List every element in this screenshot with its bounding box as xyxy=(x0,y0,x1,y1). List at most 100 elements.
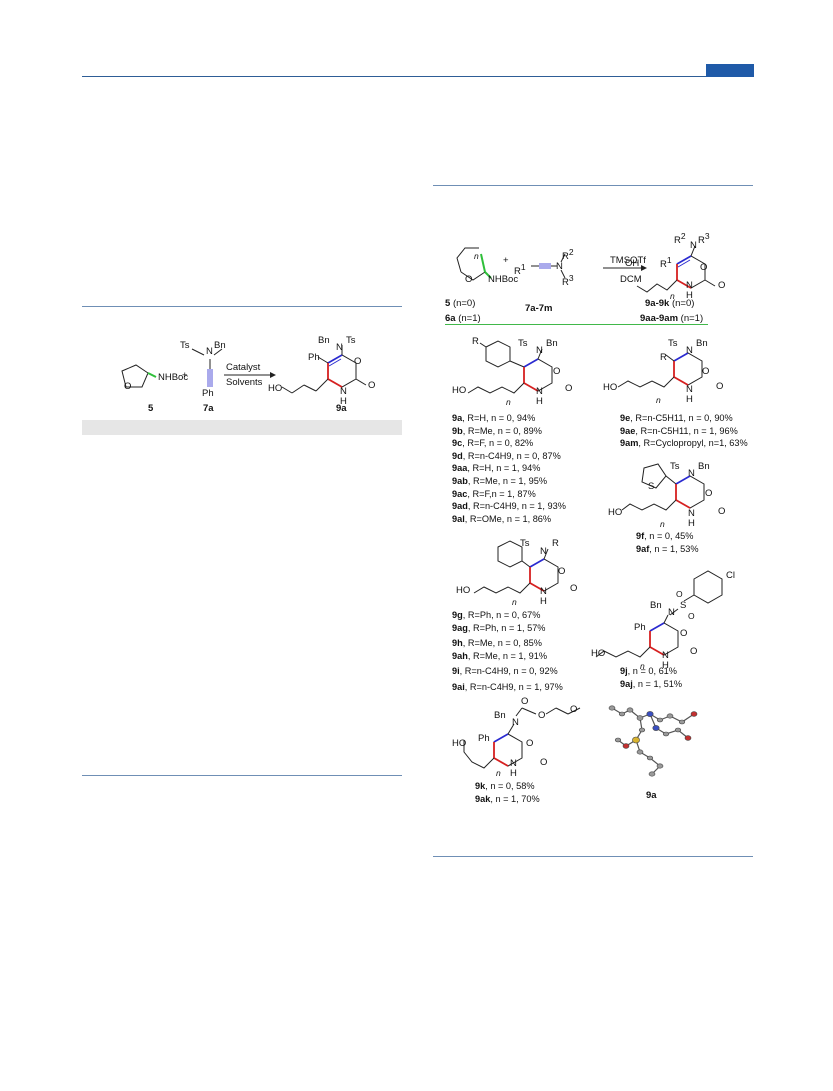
panel-e-so-1: O xyxy=(676,589,683,599)
panel-e-o: O xyxy=(680,628,688,639)
panel-f-n: N xyxy=(512,717,519,728)
right-product-r2: R2 xyxy=(674,230,686,248)
panel-f-structure xyxy=(450,700,590,785)
panel-c-h: H xyxy=(688,518,695,529)
entry-9ah: 9ah, R=Me, n = 1, 91% xyxy=(452,650,563,663)
entry-text: , n = 1, 53% xyxy=(649,543,699,554)
panel-f-n-sub: n xyxy=(496,768,501,778)
right-alkyne-r2: R2 xyxy=(562,246,574,264)
left-7a-bn: Bn xyxy=(214,340,226,351)
right-label-5-id: 5 xyxy=(445,298,451,309)
panel-e-structure xyxy=(590,565,750,675)
entry-9af: 9af, n = 1, 53% xyxy=(636,543,699,556)
entry-9ae: 9ae, R=n-C5H11, n = 1, 96% xyxy=(620,425,748,438)
right-alkyne-label: 7a-7m xyxy=(525,303,553,314)
header-rule xyxy=(82,76,752,77)
entry-id: 9aj xyxy=(620,678,633,689)
table-header-band xyxy=(82,420,402,435)
panel-e-svg xyxy=(595,570,723,658)
left-section-rule-top xyxy=(82,306,402,307)
panel-c-n: N xyxy=(688,468,695,479)
left-9a-o: O xyxy=(354,356,362,367)
header-tab xyxy=(706,64,754,77)
panel-f-ho: HO xyxy=(452,738,467,749)
left-9a-h: H xyxy=(340,396,347,407)
left-arrow-bottom: Solvents xyxy=(226,377,263,388)
panel-b-h: H xyxy=(686,394,693,405)
panel-a-entries: 9a, R=H, n = 0, 94% 9b, R=Me, n = 0, 89%… xyxy=(452,412,566,525)
panel-a-svg xyxy=(467,340,553,394)
left-scheme-svg xyxy=(121,345,367,394)
entry-9c: 9c, R=F, n = 0, 82% xyxy=(452,437,566,450)
panel-f-ester-o: O xyxy=(538,710,546,721)
panel-e-cl: Cl xyxy=(726,570,735,581)
right-alkyne-r3-sup: 3 xyxy=(568,273,574,283)
entry-text: , R=H, n = 1, 94% xyxy=(467,463,541,474)
right-product-r1-sup: 1 xyxy=(666,255,672,265)
entry-9ai: 9ai, R=n-C4H9, n = 1, 97% xyxy=(452,681,563,694)
entry-9am: 9am, R=Cyclopropyl, n=1, 63% xyxy=(620,437,748,450)
right-label-6a: 6a (n=1) xyxy=(445,313,481,326)
right-label-6a-id: 6a xyxy=(445,313,456,324)
panel-c-n-sub: n xyxy=(660,519,665,529)
panel-a-h: H xyxy=(536,396,543,407)
left-9a-oxo: O xyxy=(368,380,376,391)
left-5-o: O xyxy=(124,381,132,392)
entry-id: 9ae xyxy=(620,425,636,436)
right-label-6a-note: (n=1) xyxy=(458,313,481,324)
panel-a-bn: Bn xyxy=(546,338,558,349)
panel-c-ho: HO xyxy=(608,507,623,518)
entry-text: , R=F, n = 0, 82% xyxy=(462,438,534,449)
entry-9i: 9i, R=n-C4H9, n = 0, 92% xyxy=(452,665,563,678)
entry-id: 9f xyxy=(636,531,645,541)
panel-f-oxo: O xyxy=(540,757,548,768)
right-product-n: N xyxy=(690,240,697,251)
right-alkyne-r1: R1 xyxy=(514,261,526,279)
right-product-label-b-id: 9aa-9am xyxy=(640,313,679,324)
panel-c-nh: N xyxy=(688,508,695,519)
right-product-label-a: 9a-9k (n=0) xyxy=(645,298,694,311)
panel-f-bn: Bn xyxy=(494,710,506,721)
left-5-nhboc: NHBoc xyxy=(158,372,189,383)
right-product-r2-text: R xyxy=(674,235,681,247)
entry-text: , R=Me, n = 1, 95% xyxy=(467,475,548,486)
right-product-r3: R3 xyxy=(698,230,710,248)
right-reactant-nhboc: NHBoc xyxy=(488,274,519,285)
panel-c-structure xyxy=(600,460,750,530)
entry-id: 9ag xyxy=(452,622,468,633)
panel-f-h: H xyxy=(510,768,517,779)
entry-9al: 9al, R=OMe, n = 1, 86% xyxy=(452,513,566,526)
entry-id: 9ah xyxy=(452,650,468,661)
panel-d-h: H xyxy=(540,596,547,607)
entry-text: , R=Me, n = 0, 85% xyxy=(462,638,542,649)
panel-b-structure xyxy=(600,345,750,405)
left-7a-n: N xyxy=(206,346,213,357)
right-alkyne-r1-sup: 1 xyxy=(520,262,526,272)
entry-9aa: 9aa, R=H, n = 1, 94% xyxy=(452,462,566,475)
right-product-r1: R1 xyxy=(660,254,672,272)
panel-f-nh: N xyxy=(510,758,517,769)
entry-9ag: 9ag, R=Ph, n = 1, 57% xyxy=(452,622,563,635)
panel-a-n: N xyxy=(536,345,543,356)
right-product-r3-text: R xyxy=(698,235,705,247)
right-product-r2-sup: 2 xyxy=(680,231,686,241)
right-product-oxo: O xyxy=(718,280,726,291)
entry-text: , R=F,n = 1, 87% xyxy=(467,488,536,499)
entry-id: 9am xyxy=(620,438,639,449)
entry-id: 9af xyxy=(636,543,650,554)
left-9a-nh: N xyxy=(340,386,347,397)
entry-text: , n = 1, 70% xyxy=(490,793,540,804)
panel-f-carbonyl-o: O xyxy=(521,696,529,707)
panel-a-oxo: O xyxy=(565,383,573,394)
left-9a-n: N xyxy=(336,342,343,353)
entry-text: , R=n-C5H11, n = 0, 90% xyxy=(630,413,733,423)
right-scheme xyxy=(445,228,745,323)
panel-a-o: O xyxy=(553,366,561,377)
panel-e-h: H xyxy=(662,660,669,671)
panel-b-entries: 9e, R=n-C5H11, n = 0, 90% 9ae, R=n-C5H11… xyxy=(620,412,748,450)
entry-id: 9e xyxy=(620,413,631,423)
panel-e-so-2: O xyxy=(688,611,695,621)
right-alkyne-r3-text: R xyxy=(562,277,569,289)
green-divider xyxy=(445,324,708,325)
left-arrow-top: Catalyst xyxy=(226,362,261,373)
